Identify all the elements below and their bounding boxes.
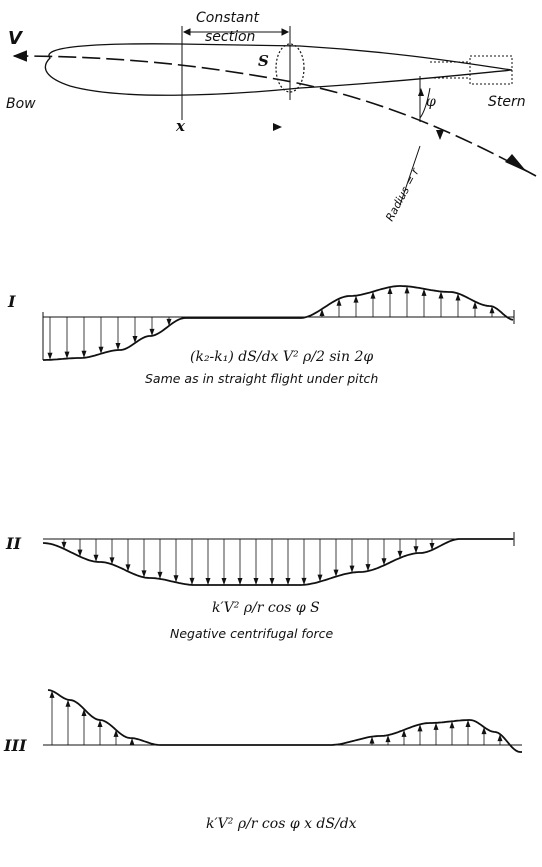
load-arrow-head	[125, 564, 131, 572]
velocity-label: V	[8, 28, 24, 49]
load-arrow-head	[81, 709, 87, 717]
load-arrow-head	[157, 571, 163, 579]
angle-arc	[419, 87, 431, 119]
load-arrow-head	[132, 336, 138, 343]
stern-fins	[430, 55, 513, 85]
load-arrow-head	[349, 565, 355, 573]
angle-label: φ	[426, 94, 436, 110]
radius-leader	[399, 145, 421, 206]
load-arrow-head	[166, 318, 172, 326]
panel-I: I (k₂-k₁) dS/dx V² ρ/2 sin 2φ Same as in…	[7, 285, 515, 386]
load-arrow-head	[370, 291, 376, 299]
load-arrow-head	[317, 574, 323, 582]
section-label: section	[205, 29, 255, 45]
panel-II-caption: Negative centrifugal force	[170, 626, 333, 641]
load-arrow-head	[115, 343, 121, 351]
load-arrow-head	[301, 577, 307, 585]
load-arrow-head	[433, 722, 439, 730]
hull-figure: V Constant section S Bow Stern x φ Radiu…	[6, 10, 537, 223]
panel-I-numeral: I	[7, 292, 16, 311]
x-arrow-marker	[273, 123, 282, 131]
load-arrow-head	[61, 541, 67, 549]
load-arrow-head	[47, 352, 53, 360]
load-arrow-head	[481, 727, 487, 735]
load-arrow-head	[65, 699, 71, 707]
load-arrow-head	[77, 549, 83, 557]
incoming-arrow	[505, 154, 527, 172]
load-arrow-head	[81, 350, 87, 358]
load-arrow-head	[417, 724, 423, 732]
load-arrow-head	[49, 690, 55, 698]
radius-label: Radius = r	[383, 165, 422, 223]
load-arrow-head	[429, 542, 435, 550]
x-label: x	[175, 117, 186, 135]
panel-III-load-arrows	[49, 690, 503, 746]
load-arrow-head	[455, 293, 461, 301]
panel-III-numeral: III	[3, 736, 27, 755]
panel-I-load-arrows	[47, 286, 495, 360]
panel-I-caption: Same as in straight flight under pitch	[145, 371, 378, 386]
load-arrow-head	[387, 287, 393, 295]
load-arrow-head	[237, 578, 243, 585]
load-arrow-head	[465, 720, 471, 728]
load-arrow-head	[253, 578, 259, 585]
load-arrow-head	[401, 729, 407, 737]
load-arrow-head	[141, 570, 147, 578]
load-arrow-head	[489, 306, 495, 314]
load-arrow-head	[109, 557, 115, 565]
cross-section-ellipse	[275, 43, 305, 93]
panel-II: II k′V² ρ/r cos φ S Negative centrifugal…	[5, 532, 515, 641]
load-arrow-head	[173, 575, 179, 583]
panel-I-load-curve	[43, 285, 514, 361]
load-arrow-head	[336, 298, 342, 306]
load-arrow-head	[333, 569, 339, 577]
load-arrow-head	[97, 720, 103, 727]
load-arrow-head	[413, 546, 419, 554]
panel-III-formula: k′V² ρ/r cos φ x dS/dx	[206, 816, 357, 832]
load-arrow-head	[381, 558, 387, 566]
panel-II-numeral: II	[5, 534, 21, 553]
load-arrow-head	[269, 578, 275, 585]
hull-outline	[44, 43, 513, 96]
load-arrow-head	[404, 286, 410, 294]
load-arrow-head	[205, 578, 211, 585]
load-arrow-head	[369, 736, 375, 744]
constant-section-dimension	[181, 26, 291, 100]
panel-III: III k′V² ρ/r cos φ x dS/dx	[3, 689, 522, 832]
load-arrow-head	[385, 735, 391, 743]
load-arrow-head	[449, 721, 455, 729]
load-arrow-head	[472, 301, 478, 309]
flight-path	[12, 50, 537, 177]
panel-II-load-curve	[42, 538, 513, 586]
load-arrow-head	[319, 308, 325, 316]
load-arrow-head	[497, 734, 503, 742]
path-tick-arrow	[436, 130, 444, 140]
panel-I-formula: (k₂-k₁) dS/dx V² ρ/2 sin 2φ	[190, 349, 373, 365]
area-label: S	[258, 52, 269, 70]
panel-II-load-arrows	[61, 539, 435, 585]
load-arrow-head	[421, 288, 427, 296]
load-arrow-head	[64, 351, 70, 359]
stern-label: Stern	[488, 94, 526, 110]
load-arrow-head	[98, 346, 104, 354]
load-arrow-head	[397, 550, 403, 558]
load-arrow-head	[365, 564, 371, 572]
constant-label: Constant	[196, 10, 259, 26]
bow-label: Bow	[6, 96, 36, 112]
load-arrow-head	[221, 578, 227, 585]
load-arrow-head	[149, 328, 155, 336]
load-arrow-head	[189, 577, 195, 585]
load-arrow-head	[438, 291, 444, 299]
panel-III-load-curve	[47, 689, 522, 753]
load-arrow-head	[93, 554, 99, 562]
load-arrow-head	[353, 295, 359, 303]
load-arrow-head	[129, 738, 135, 746]
panel-II-formula: k′V² ρ/r cos φ S	[212, 600, 320, 616]
load-arrow-head	[113, 729, 119, 737]
load-arrow-head	[285, 578, 291, 585]
